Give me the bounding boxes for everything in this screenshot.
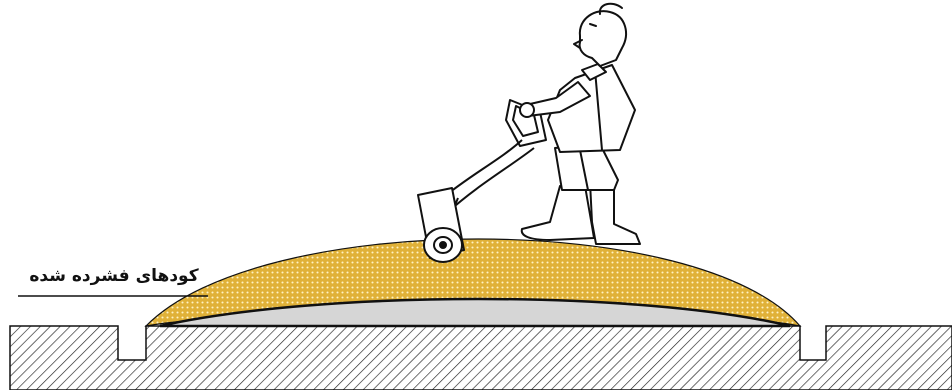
ground-soil xyxy=(10,326,952,390)
gardener-figure xyxy=(520,4,640,244)
compressed-compost-label: کودهای فشرده شده xyxy=(18,266,210,286)
